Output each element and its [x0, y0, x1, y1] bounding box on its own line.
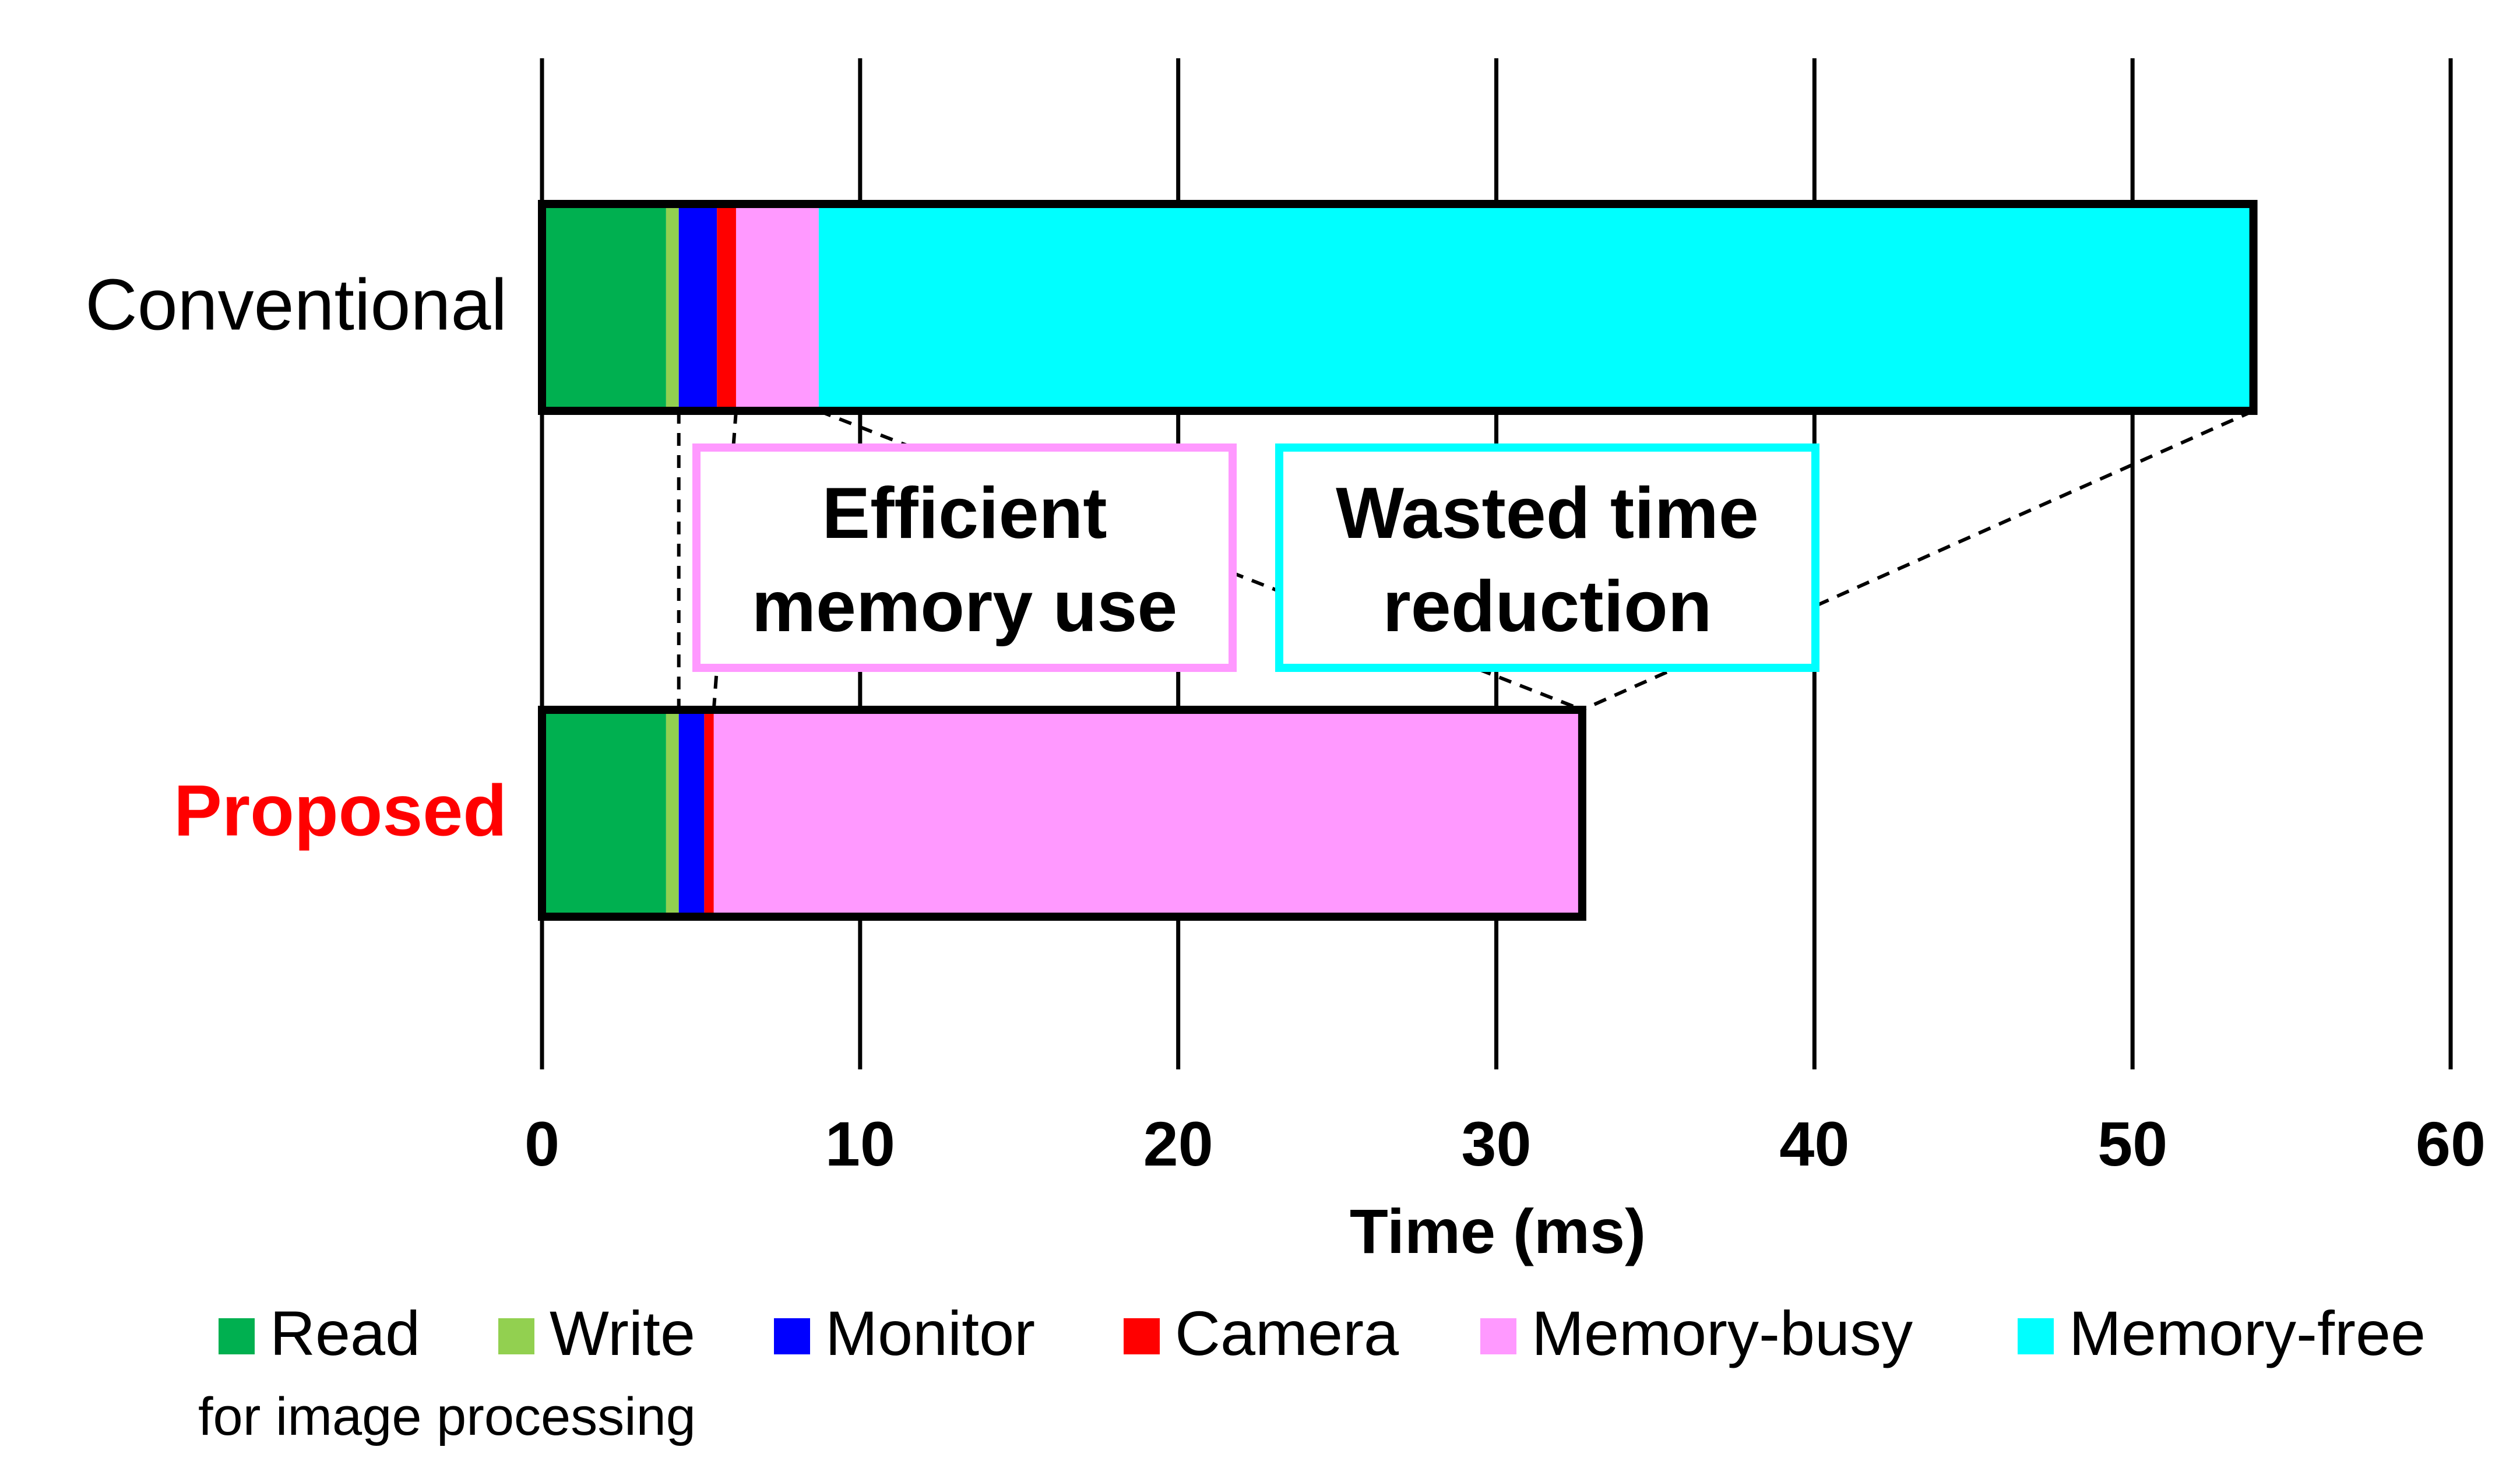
legend-label-memory-busy: Memory-busy [1532, 1298, 1913, 1368]
bar-outline [538, 200, 2258, 415]
annotation-text: Efficient [822, 473, 1107, 554]
bar-segment-read [542, 204, 666, 411]
bar-outline [538, 706, 1586, 921]
x-tick-label: 0 [525, 1108, 559, 1179]
annotation-text: reduction [1383, 566, 1712, 647]
bar-segments [538, 200, 2258, 921]
bar-segment-write [666, 204, 679, 411]
legend-swatch-write [498, 1318, 534, 1354]
legend-label-monitor: Monitor [825, 1298, 1035, 1368]
category-label-proposed: Proposed [174, 771, 507, 851]
bar-segment-memory-busy [713, 710, 1582, 917]
bar-segment-write [666, 710, 679, 917]
legend-note: for image processing [198, 1387, 696, 1446]
bar-segment-monitor [678, 204, 717, 411]
bar-segment-camera [717, 204, 736, 411]
connector-line [1581, 409, 2254, 712]
x-tick-label: 10 [825, 1108, 895, 1179]
bar-segment-read [542, 710, 666, 917]
legend-label-write: Write [550, 1298, 695, 1368]
annotation-text: memory use [752, 566, 1178, 647]
category-label-conventional: Conventional [85, 265, 507, 346]
legend-label-memory-free: Memory-free [2069, 1298, 2426, 1368]
x-axis-label: Time (ms) [1350, 1196, 1646, 1266]
legend-label-camera: Camera [1175, 1298, 1399, 1368]
bar-segment-camera [704, 710, 714, 917]
annotation-box [692, 443, 1237, 672]
legend: Read Write Monitor Camera Memory-busy Memory-… [219, 1298, 2426, 1368]
legend-swatch-memory-busy [1480, 1318, 1516, 1354]
x-tick-label: 50 [2097, 1108, 2167, 1179]
bar-segment-memory-busy [735, 204, 819, 411]
annotation-boxes: Efficient memory use Wasted time reduction [692, 443, 1819, 672]
x-tick-label: 40 [1779, 1108, 1849, 1179]
annotation-text: Wasted time [1336, 473, 1759, 554]
x-tick-labels: 0 10 20 30 40 50 60 [525, 1108, 2486, 1179]
bar-segment-memory-free [818, 204, 2254, 411]
legend-swatch-read [219, 1318, 255, 1354]
x-tick-label: 60 [2416, 1108, 2486, 1179]
legend-swatch-memory-free [2018, 1318, 2054, 1354]
legend-swatch-camera [1124, 1318, 1160, 1354]
x-tick-label: 20 [1143, 1108, 1213, 1179]
legend-label-read: Read [270, 1298, 420, 1368]
annotation-box [1275, 443, 1819, 672]
bar-segment-monitor [678, 710, 705, 917]
x-tick-label: 30 [1461, 1108, 1531, 1179]
legend-swatch-monitor [774, 1318, 810, 1354]
